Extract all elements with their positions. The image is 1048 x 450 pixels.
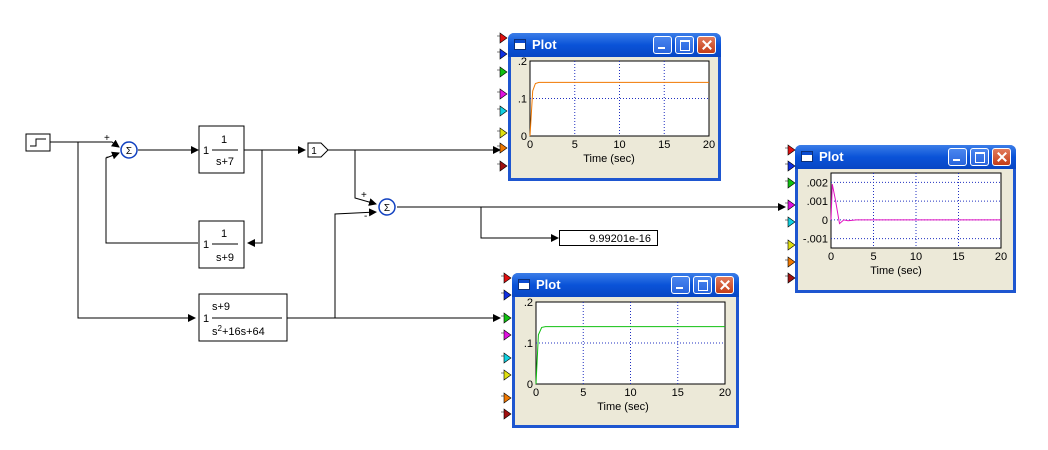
y-tick-label: .2 [524,297,533,309]
wire [334,208,377,318]
x-tick-label: 0 [533,387,539,399]
y-tick-label: .1 [524,338,533,350]
tf-numerator: s+9 [212,301,230,313]
tf-denominator: s+7 [216,156,234,168]
x-tick-label: 20 [719,387,731,399]
step-source-block[interactable] [25,133,51,152]
series-line [535,326,725,385]
x-tick-label: 15 [952,251,964,263]
tf-numerator: 1 [221,134,227,146]
maximize-button[interactable] [693,276,712,294]
tf-numerator: 1 [221,228,227,240]
window-icon [801,151,813,162]
sum-sign-minus: - [106,152,109,163]
wire [247,150,263,247]
x-tick-label: 10 [624,387,636,399]
gain-block[interactable]: 1 [307,142,329,158]
y-tick-label: .002 [807,177,828,189]
sum-sign-minus: - [364,211,367,222]
x-tick-label: 10 [613,139,625,151]
display-value-box[interactable]: 9.99201e-16 [559,230,658,246]
y-tick-label: -.001 [803,234,828,246]
window-title: Plot [536,277,561,292]
x-tick-label: 20 [995,251,1007,263]
x-tick-label: 0 [828,251,834,263]
gain-value: 1 [311,146,317,157]
x-axis-label: Time (sec) [597,401,649,413]
wire [480,207,559,242]
tf-gain: 1 [203,313,209,325]
tf-denominator-rest: +16s+64 [222,326,265,338]
window-icon [514,39,526,50]
tf-gain: 1 [203,145,209,157]
series-line [830,184,1001,225]
x-tick-label: 0 [527,139,533,151]
window-title: Plot [532,37,557,52]
maximize-button[interactable] [675,36,694,54]
x-tick-label: 5 [580,387,586,399]
transfer-function-block-2[interactable]: 1 1 s+9 [198,220,245,269]
x-tick-label: 10 [910,251,922,263]
window-icon [518,279,530,290]
title-bar[interactable]: Plot [795,145,1016,169]
x-axis-label: Time (sec) [583,153,635,165]
tf-denominator: s+9 [216,252,234,264]
transfer-function-block-3[interactable]: 1 s+9 s2+16s+64 [198,293,288,342]
transfer-function-block-1[interactable]: 1 1 s+7 [198,125,245,174]
sum-block-1[interactable]: Σ + - [104,133,138,163]
wire [50,139,120,148]
y-tick-label: .001 [807,196,828,208]
x-tick-label: 20 [703,139,715,151]
x-tick-label: 15 [672,387,684,399]
wire [354,150,377,206]
minimize-button[interactable] [653,36,672,54]
window-title: Plot [819,149,844,164]
sum-symbol: Σ [384,203,390,214]
minimize-button[interactable] [948,148,967,166]
sum-sign-plus: + [104,133,110,144]
wire [105,151,198,244]
y-tick-label: .2 [518,57,527,68]
y-tick-label: .1 [518,94,527,106]
y-tick-label: 0 [521,131,527,143]
title-bar[interactable]: Plot [508,33,721,57]
y-tick-label: 0 [822,215,828,227]
x-tick-label: 5 [572,139,578,151]
series-line [529,81,709,137]
y-tick-label: 0 [527,379,533,391]
close-button[interactable] [715,276,734,294]
sum-symbol: Σ [126,146,132,157]
tf-denominator-exponent: 2 [218,324,223,333]
tf-gain: 1 [203,239,209,251]
maximize-button[interactable] [970,148,989,166]
sum-block-2[interactable]: Σ + - [361,190,396,222]
x-tick-label: 5 [870,251,876,263]
tf-denominator-s: s [212,326,218,338]
close-button[interactable] [992,148,1011,166]
x-axis-label: Time (sec) [870,265,922,277]
title-bar[interactable]: Plot [512,273,739,297]
sum-sign-plus: + [361,190,367,201]
close-button[interactable] [697,36,716,54]
wire [77,142,196,322]
x-tick-label: 15 [658,139,670,151]
minimize-button[interactable] [671,276,690,294]
svg-text:s2+16s+64: s2+16s+64 [212,324,265,338]
